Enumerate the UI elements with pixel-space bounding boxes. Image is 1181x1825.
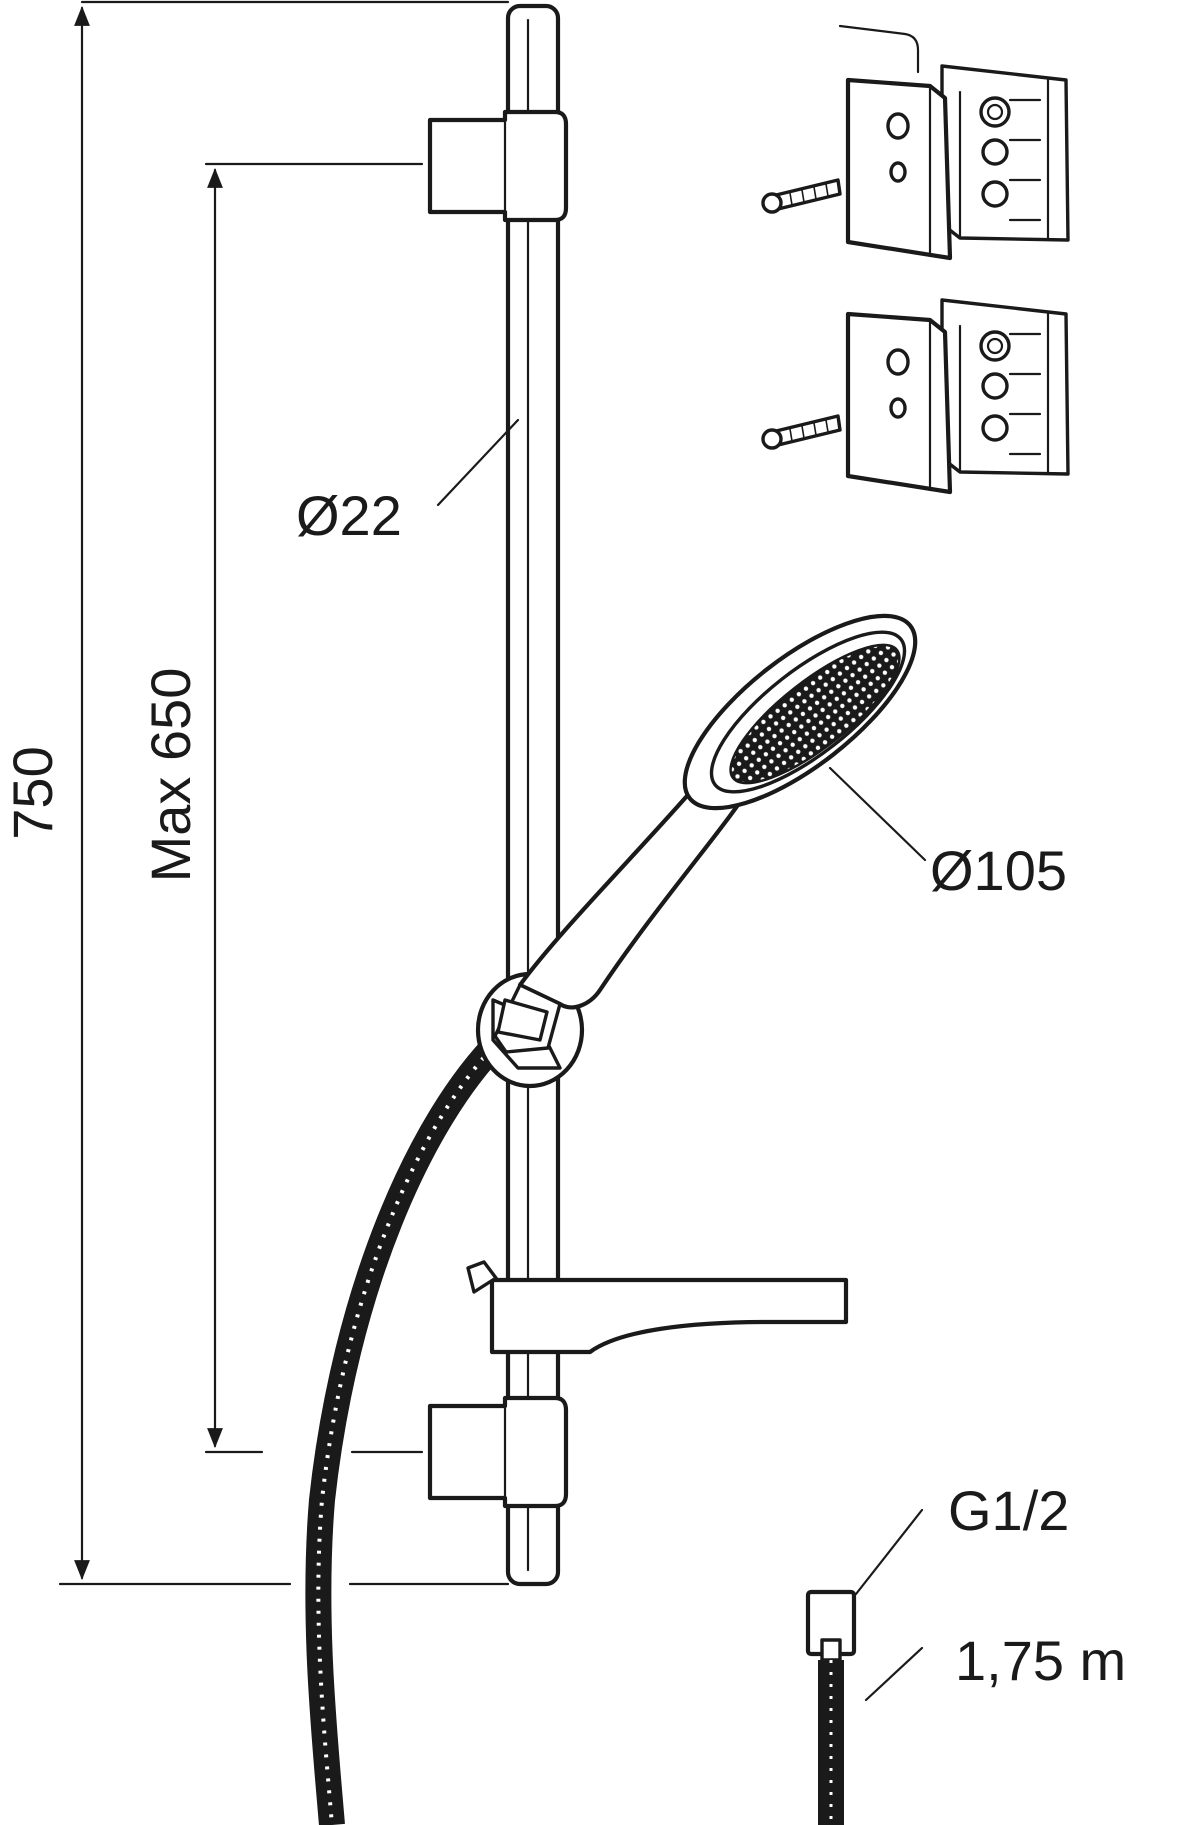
slide-rail <box>505 3 561 1587</box>
hose-fitting-detail: G1/2 1,75 m <box>805 1479 1126 1825</box>
rail-diameter-callout: Ø22 <box>296 418 520 547</box>
max-adjust-dimension: Max 650 <box>139 162 424 1454</box>
max-label: Max 650 <box>139 668 202 883</box>
rail-diameter-label: Ø22 <box>296 484 402 547</box>
lower-wall-bracket <box>427 1395 569 1509</box>
upper-wall-bracket <box>427 109 569 223</box>
head-diameter-callout: Ø105 <box>828 766 1067 902</box>
bracket-detail-top <box>761 24 1070 261</box>
soap-dish <box>466 1260 849 1355</box>
height-label: 750 <box>1 746 64 839</box>
hand-shower <box>493 613 918 1054</box>
thread-label: G1/2 <box>948 1479 1069 1542</box>
shower-hose <box>305 1030 510 1825</box>
rail-tube <box>505 3 561 1587</box>
hose-length-label: 1,75 m <box>955 1629 1126 1692</box>
bracket-detail-bottom <box>761 298 1070 495</box>
head-diameter-label: Ø105 <box>930 839 1067 902</box>
height-dimension: 750 <box>1 0 510 1586</box>
